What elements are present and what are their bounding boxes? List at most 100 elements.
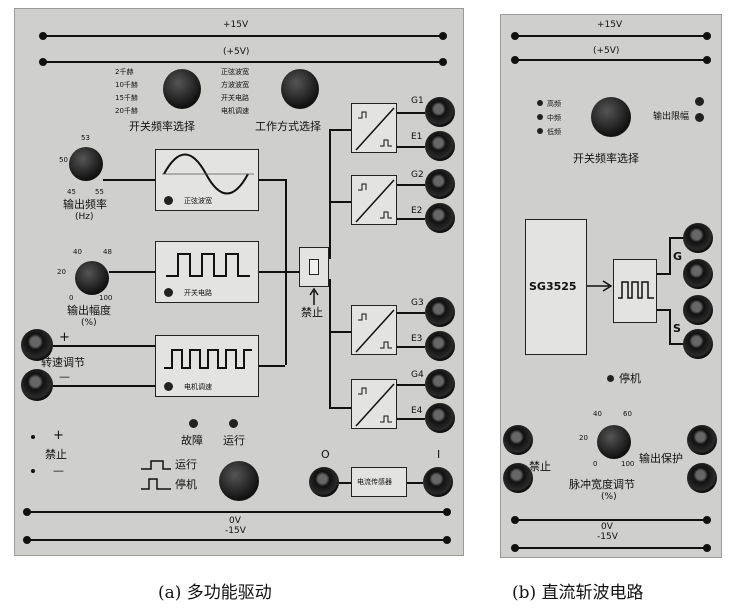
rail-plus15v [39, 32, 447, 40]
b-source-label: S [673, 322, 681, 335]
stop-signal-icon [141, 478, 171, 490]
wire-d3-g3 [397, 312, 425, 314]
output-frequency-knob[interactable] [69, 147, 103, 181]
driver-3-icon [355, 309, 395, 353]
rail-0v [23, 508, 451, 516]
left-minus-terminal [31, 469, 35, 473]
jack-e1[interactable] [425, 131, 455, 161]
sine-wave-icon [162, 153, 254, 195]
switching-frequency-knob[interactable] [163, 69, 201, 109]
b-rail-minus15v [511, 544, 711, 552]
b-dial-tick-4: 0 [593, 460, 598, 468]
output-amplitude-knob[interactable] [75, 261, 109, 295]
driver-box-3 [351, 305, 397, 355]
switch-circuit-box-label: 开关电路 [184, 289, 212, 297]
b-wire-g1 [669, 237, 685, 239]
b-dial-tick-3: 20 [579, 434, 588, 442]
wire-d4-e4 [397, 418, 425, 420]
speed-plus-jack[interactable] [21, 329, 53, 361]
b-source-jack-2[interactable] [683, 329, 713, 359]
wire-mux-up [329, 129, 331, 259]
left-minus-sign: — [53, 464, 64, 477]
work-mode-label: 工作方式选择 [255, 120, 321, 133]
pwm-out-wave-icon [618, 281, 654, 299]
square-wave-icon [166, 253, 250, 277]
jack-g3[interactable] [425, 297, 455, 327]
b-stop-led [607, 375, 614, 382]
wire-d3-e3 [397, 346, 425, 348]
b-limit-led-2 [695, 113, 704, 122]
mode-option-3: 开关电路 [221, 94, 249, 102]
output-amplitude-unit: (%) [81, 318, 97, 328]
current-in-jack[interactable] [309, 467, 339, 497]
b-disable-jack-1[interactable] [503, 425, 533, 455]
b-rail-plus15v-label: +15V [597, 20, 623, 30]
output-amplitude-label: 输出幅度 [67, 304, 111, 317]
wire-sensor-out [407, 482, 423, 484]
b-switching-frequency-knob[interactable] [591, 97, 631, 137]
amp-dial-tick-2: 48 [103, 248, 112, 256]
output-label-g1: G1 [411, 96, 424, 106]
current-sensor-box [351, 467, 407, 497]
b-protect-jack-1[interactable] [687, 425, 717, 455]
rail-plus15v-label: +15V [223, 20, 249, 30]
b-gate-jack-2[interactable] [683, 259, 713, 289]
freq-dial-tick-left: 50 [59, 156, 68, 164]
jack-g4[interactable] [425, 369, 455, 399]
freq-option-1: 2千赫 [115, 68, 134, 76]
work-mode-knob[interactable] [281, 69, 319, 109]
caption-a: (a) 多功能驱动 [158, 583, 272, 603]
output-label-g4: G4 [411, 370, 424, 380]
b-freq-option-low: 低频 [547, 128, 561, 136]
b-rail-plus5v [511, 56, 711, 64]
rail-minus15v-label: -15V [225, 526, 246, 536]
jack-g2[interactable] [425, 169, 455, 199]
freq-option-4: 20千赫 [115, 107, 138, 115]
b-gate-jack-1[interactable] [683, 223, 713, 253]
jack-e3[interactable] [425, 331, 455, 361]
current-out-jack[interactable] [423, 467, 453, 497]
b-rail-minus15v-label: -15V [597, 532, 618, 542]
run-legend: 运行 [175, 458, 197, 471]
wire-freq-to-sine [103, 179, 155, 181]
jack-e2[interactable] [425, 203, 455, 233]
pwm-wave-icon [164, 349, 252, 369]
b-wire-g-bus [669, 237, 671, 275]
left-disable-label: 禁止 [45, 448, 67, 461]
wire-amp-to-square [109, 271, 155, 273]
b-freq-dot-low [537, 128, 543, 134]
disable-label: 禁止 [301, 306, 323, 319]
sine-indicator-led [164, 196, 173, 205]
sine-box-label: 正弦波宽 [184, 197, 212, 205]
b-source-jack-1[interactable] [683, 295, 713, 325]
output-label-g3: G3 [411, 298, 424, 308]
freq-dial-tick-bl: 45 [67, 188, 76, 196]
jack-e4[interactable] [425, 403, 455, 433]
current-out-label: I [437, 448, 441, 461]
b-pulse-width-knob[interactable] [597, 425, 631, 459]
amp-dial-tick-4: 0 [69, 294, 74, 302]
motor-speed-box-label: 电机调速 [184, 383, 212, 391]
wire-speed-plus [53, 345, 155, 347]
b-pulse-width-unit: (%) [601, 492, 617, 502]
run-stop-button[interactable] [219, 461, 259, 501]
speed-plus-sign: + [59, 330, 70, 345]
wire-b4 [329, 407, 351, 409]
caption-b: (b) 直流斩波电路 [512, 583, 644, 603]
b-switching-frequency-label: 开关频率选择 [573, 152, 639, 165]
amp-dial-tick-3: 20 [57, 268, 66, 276]
current-sensor-label: 电流传感器 [357, 478, 392, 486]
b-protect-jack-2[interactable] [687, 463, 717, 493]
output-label-e4: E4 [411, 406, 423, 416]
mode-option-1: 正弦波宽 [221, 68, 249, 76]
wire-speed-minus [53, 385, 155, 387]
rail-plus5v [39, 58, 447, 66]
freq-dial-tick-top: 53 [81, 134, 90, 142]
wire-d4-g4 [397, 384, 425, 386]
b-disable-jack-2[interactable] [503, 463, 533, 493]
speed-minus-jack[interactable] [21, 369, 53, 401]
output-label-e2: E2 [411, 206, 423, 216]
jack-g1[interactable] [425, 97, 455, 127]
wire-b1 [329, 129, 351, 131]
b-rail-plus5v-label: (+5V) [593, 46, 620, 56]
